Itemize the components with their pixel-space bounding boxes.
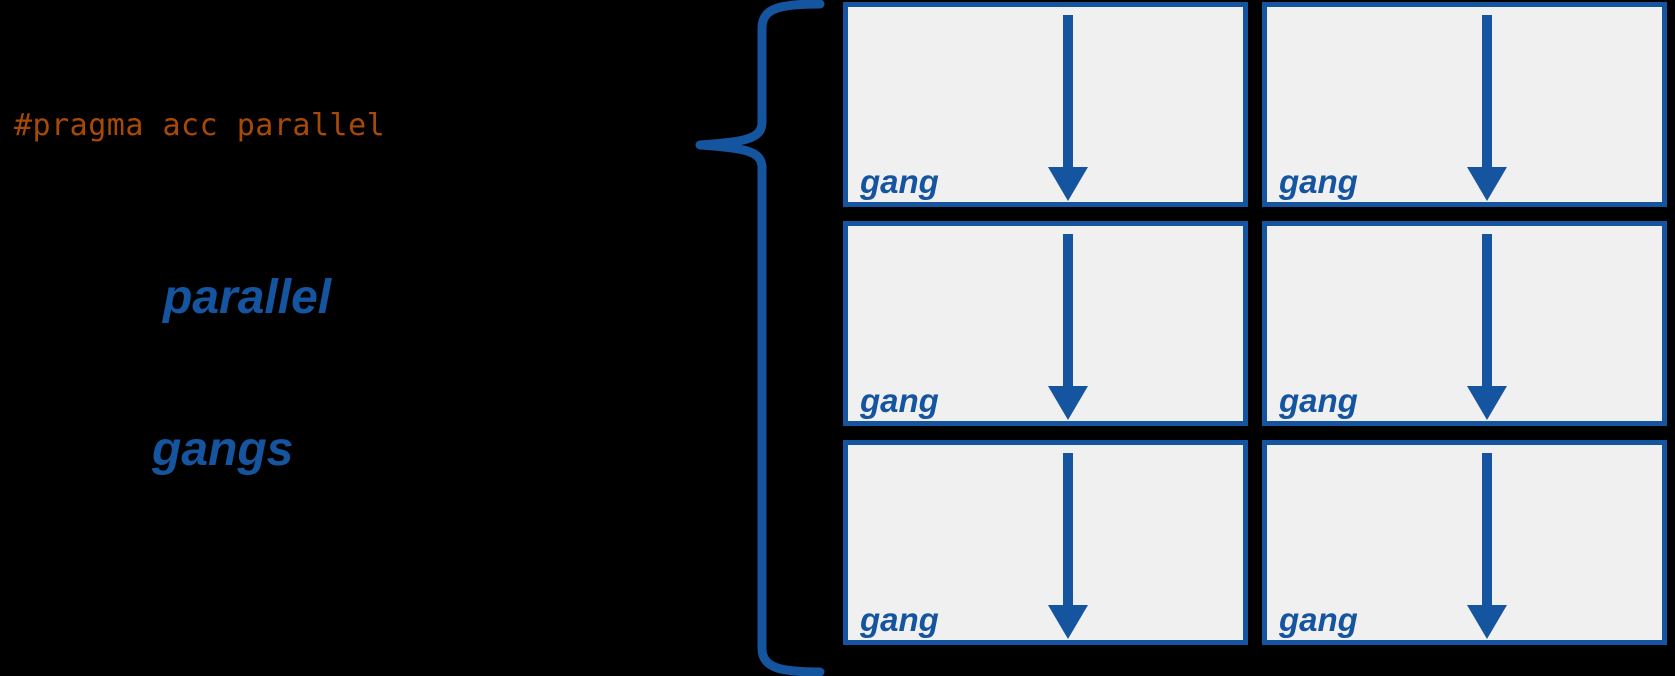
down-arrow-icon [1046, 234, 1090, 421]
down-arrow-icon [1046, 453, 1090, 640]
gang-cell[interactable]: gang [1262, 221, 1667, 426]
gang-grid: gang gang gang gang [843, 2, 1675, 674]
keyword-parallel-label: parallel [163, 271, 332, 324]
gang-label: gang [860, 601, 939, 638]
gang-label: gang [860, 163, 939, 200]
gang-cell[interactable]: gang [843, 2, 1248, 207]
gang-cell[interactable]: gang [1262, 440, 1667, 645]
down-arrow-icon [1465, 15, 1509, 202]
gang-label: gang [1279, 601, 1358, 638]
gang-label: gang [1279, 163, 1358, 200]
gang-cell[interactable]: gang [843, 440, 1248, 645]
left-curly-brace-icon [690, 0, 830, 676]
keyword-gangs-label: gangs [152, 423, 294, 476]
gang-cell[interactable]: gang [1262, 2, 1667, 207]
down-arrow-icon [1465, 234, 1509, 421]
gang-label: gang [860, 382, 939, 419]
gang-label: gang [1279, 382, 1358, 419]
pragma-code-text: #pragma acc parallel [14, 108, 386, 143]
down-arrow-icon [1465, 453, 1509, 640]
down-arrow-icon [1046, 15, 1090, 202]
gang-cell[interactable]: gang [843, 221, 1248, 426]
